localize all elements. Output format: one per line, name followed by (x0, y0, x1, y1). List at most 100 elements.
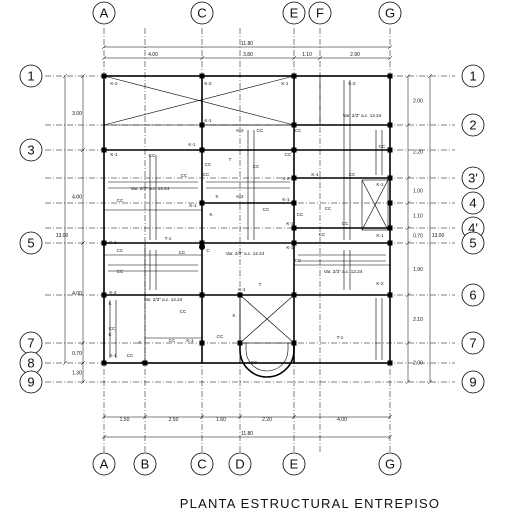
element-label: CC (379, 144, 386, 149)
walls (103, 75, 391, 364)
dimension-value: 2.50 (169, 417, 179, 423)
axis-bubble-bottom-E: E (282, 452, 306, 476)
dimension-value: 11.80 (241, 41, 253, 47)
dimension-ticks (62, 44, 433, 440)
element-label: CC (349, 172, 356, 177)
axis-label: 5 (27, 236, 34, 251)
axis-label: C (197, 457, 206, 472)
axis-bubble-left-1: 1 (19, 64, 43, 88)
dimension-value: 2.00 (413, 361, 423, 367)
column-mark (101, 240, 107, 246)
column-mark (387, 200, 393, 206)
column-mark (101, 147, 107, 153)
element-label: CC (295, 128, 302, 133)
element-label: CC (342, 221, 349, 226)
element-label: Var. 2/3" a.c. 12.24 (343, 113, 382, 118)
axis-label: 3 (27, 143, 34, 158)
axis-bubble-right-1: 1 (461, 64, 485, 88)
axis-bubble-bottom-B: B (133, 452, 157, 476)
element-label: K-2 (204, 81, 212, 86)
axis-label: A (100, 6, 109, 21)
dimension-value: 3.00 (72, 111, 82, 117)
axis-bubble-bottom-C: C (190, 452, 214, 476)
column-mark (199, 340, 205, 346)
column-mark (387, 360, 393, 366)
dimension-value: 11.80 (241, 431, 253, 437)
element-label: K-1 (281, 81, 289, 86)
element-label: K-1 (186, 338, 194, 343)
dimension-lines (64, 46, 431, 438)
column-mark (199, 73, 205, 79)
element-label: CC (325, 206, 332, 211)
element-label: K-2 (236, 128, 244, 133)
axis-label: 2 (469, 118, 476, 133)
dimension-value: 0.70 (72, 351, 82, 357)
column-mark (101, 360, 107, 366)
dimension-value: 3.80 (243, 52, 253, 58)
column-mark (237, 292, 243, 298)
dimension-value: 4.00 (72, 291, 82, 297)
column-mark (387, 73, 393, 79)
axis-bubble-right-9: 9 (461, 370, 485, 394)
element-label: K (215, 194, 219, 199)
dimension-value: 1.60 (216, 417, 226, 423)
axis-label: A (100, 457, 109, 472)
element-label: K (108, 332, 112, 337)
column-mark (291, 225, 297, 231)
dimension-value: 4.00 (148, 52, 158, 58)
element-label: K (108, 301, 112, 306)
element-label: CC (253, 164, 260, 169)
axis-label: 4' (468, 221, 478, 236)
element-label: CC (117, 248, 124, 253)
column-mark (101, 73, 107, 79)
column-mark (199, 292, 205, 298)
column-mark (199, 240, 205, 246)
element-label: T (259, 282, 262, 287)
axis-bubble-right-4: 4 (461, 191, 485, 215)
column-mark (291, 240, 297, 246)
element-label: K-1 (109, 353, 117, 358)
exterior-wall (103, 75, 391, 364)
dimension-value: 2.10 (413, 317, 423, 323)
element-label: CC (319, 232, 326, 237)
axis-label: E (290, 457, 299, 472)
column-mark (291, 122, 297, 128)
voids (103, 75, 389, 378)
axis-bubble-top-C: C (190, 1, 214, 25)
column-mark (387, 175, 393, 181)
axis-bubble-bottom-G: G (378, 452, 402, 476)
element-label: K (140, 360, 144, 365)
element-label: K-1 (376, 182, 384, 187)
axis-label: 7 (469, 336, 476, 351)
column-mark (387, 240, 393, 246)
element-label: K-2 (282, 176, 290, 181)
axis-label: 1 (469, 69, 476, 84)
element-label: K-1 (238, 287, 246, 292)
element-label: K-2 (236, 194, 244, 199)
element-label: CC (109, 326, 116, 331)
axis-label: 3' (468, 171, 478, 186)
axis-label: F (316, 6, 324, 21)
axis-bubble-right-6: 6 (461, 283, 485, 307)
axis-label: 9 (27, 375, 34, 390)
void-cross-2 (103, 75, 295, 126)
element-label: CC (203, 172, 210, 177)
axis-bubble-left-5: 5 (19, 231, 43, 255)
element-label: K-2 (110, 81, 118, 86)
grid-lines (45, 28, 455, 452)
element-label: CC (127, 353, 134, 358)
column-mark (291, 175, 297, 181)
drawing-title: PLANTA ESTRUCTURAL ENTREPISO (180, 496, 440, 511)
element-label: K (209, 212, 213, 217)
columns (101, 73, 393, 366)
element-label: K-1 (189, 203, 197, 208)
dimension-value: 4.00 (337, 417, 347, 423)
element-label: K-1 (286, 221, 294, 226)
axis-bubble-bottom-D: D (228, 452, 252, 476)
element-label: CC (297, 212, 304, 217)
dimension-value: 2.90 (350, 52, 360, 58)
